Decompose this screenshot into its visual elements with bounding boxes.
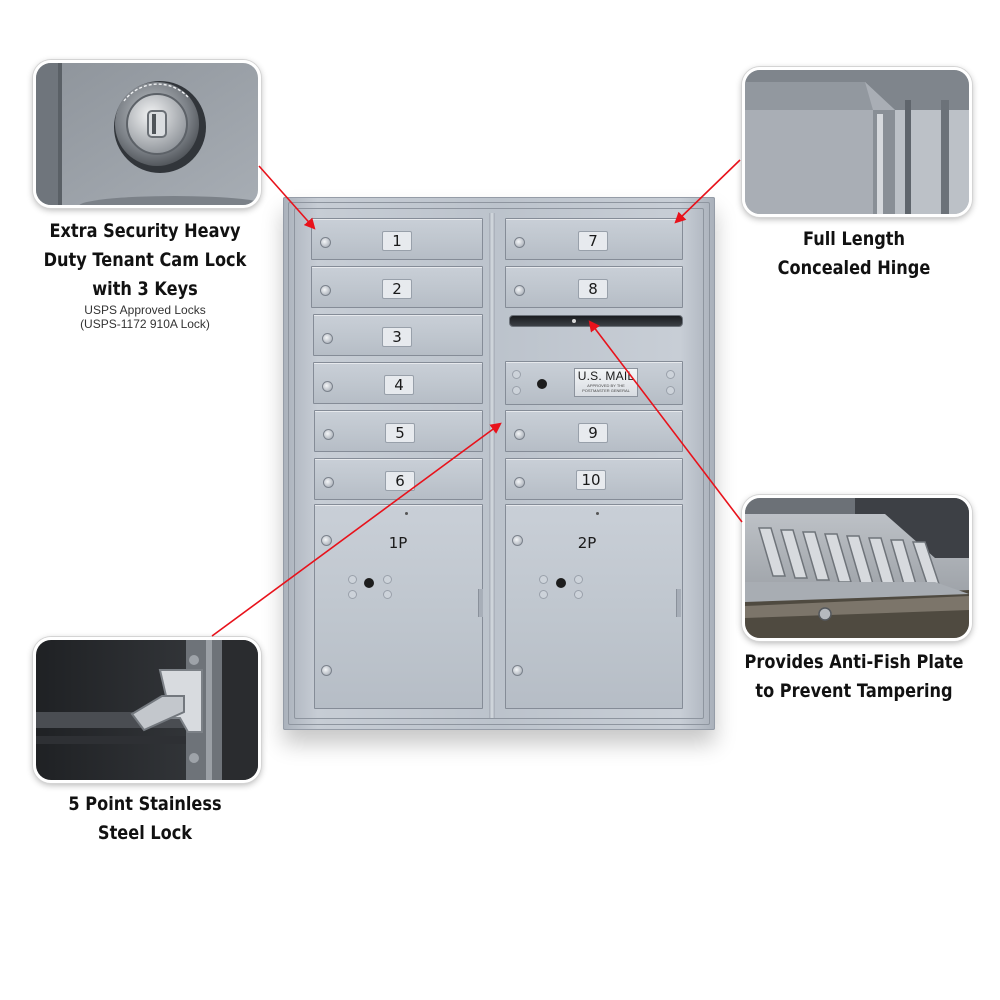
panel-fitting [666, 386, 675, 395]
hinge-title-line-2: Concealed Hinge [777, 257, 931, 279]
anti-fish-title-line-1: Provides Anti-Fish Plate [744, 651, 964, 673]
us-mail-plate-title: U.S. MAIL [577, 369, 635, 383]
door-number-label: 6 [385, 471, 415, 491]
door-fitting [539, 575, 548, 584]
parcel-locker-door-2p[interactable]: 2P [505, 504, 683, 709]
door-number-label: 9 [578, 423, 608, 443]
cam-lock-subtitle: USPS Approved Locks (USPS-1172 910A Lock… [40, 303, 250, 331]
stainless-lock-closeup-image [33, 637, 261, 783]
door-lock-icon [320, 237, 331, 248]
door-number-label: 1 [382, 231, 412, 251]
door-fitting [348, 590, 357, 599]
door-bottom-lock-icon [512, 665, 523, 676]
mailbox-door-3[interactable]: 3 [313, 314, 483, 356]
door-lock-icon [322, 381, 333, 392]
mailbox-unit: 1 2 3 4 5 6 7 8 U.S. MAIL APPROVED [283, 197, 715, 730]
cam-lock-title-line-3: with 3 Keys [92, 278, 198, 300]
door-lock-icon [322, 333, 333, 344]
door-screw [405, 512, 408, 515]
door-number-label: 3 [382, 327, 412, 347]
door-latch [478, 589, 483, 617]
outgoing-mail-slot [509, 315, 683, 327]
door-fitting [348, 575, 357, 584]
us-mail-plate-line-2: POSTMASTER GENERAL [582, 388, 630, 393]
mailbox-door-7[interactable]: 7 [505, 218, 683, 260]
hinge-caption: Full Length Concealed Hinge [752, 225, 956, 283]
slot-screw [572, 319, 576, 323]
master-access-panel[interactable]: U.S. MAIL APPROVED BY THE POSTMASTER GEN… [505, 361, 683, 405]
stainless-lock-caption: 5 Point Stainless Steel Lock [43, 790, 247, 848]
panel-fitting [512, 386, 521, 395]
concealed-hinge-closeup-image [742, 67, 972, 217]
door-lock-icon [514, 429, 525, 440]
cam-lock-title-line-1: Extra Security Heavy [49, 220, 241, 242]
door-lock-icon [514, 285, 525, 296]
door-fitting [383, 590, 392, 599]
parcel-keyhole [556, 578, 566, 588]
mailbox-door-9[interactable]: 9 [505, 410, 683, 452]
stainless-lock-title-line-2: Steel Lock [97, 822, 193, 844]
cam-lock-subtitle-line-1: USPS Approved Locks [84, 303, 206, 317]
cam-lock-title: Extra Security Heavy Duty Tenant Cam Loc… [39, 217, 252, 304]
mailbox-door-6[interactable]: 6 [314, 458, 483, 500]
door-latch [676, 589, 681, 617]
door-number-label: 8 [578, 279, 608, 299]
mailbox-door-8[interactable]: 8 [505, 266, 683, 308]
anti-fish-title-line-2: to Prevent Tampering [755, 680, 953, 702]
us-mail-plate: U.S. MAIL APPROVED BY THE POSTMASTER GEN… [574, 368, 638, 397]
door-lock-icon [514, 237, 525, 248]
door-number-label: 10 [576, 470, 606, 490]
door-number-label: 5 [385, 423, 415, 443]
parcel-locker-door-1p[interactable]: 1P [314, 504, 483, 709]
door-fitting [539, 590, 548, 599]
parcel-number-label: 1P [388, 534, 408, 552]
door-bottom-lock-icon [321, 665, 332, 676]
master-lock-keyhole [537, 379, 547, 389]
panel-fitting [512, 370, 521, 379]
door-lock-icon [323, 477, 334, 488]
door-number-label: 2 [382, 279, 412, 299]
door-number-label: 7 [578, 231, 608, 251]
door-lock-icon [321, 535, 332, 546]
mailbox-door-2[interactable]: 2 [311, 266, 483, 308]
door-number-label: 4 [384, 375, 414, 395]
panel-fitting [666, 370, 675, 379]
parcel-keyhole [364, 578, 374, 588]
parcel-number-label: 2P [577, 534, 597, 552]
mailbox-door-5[interactable]: 5 [314, 410, 483, 452]
door-lock-icon [514, 477, 525, 488]
cam-lock-subtitle-line-2: (USPS-1172 910A Lock) [80, 317, 210, 331]
mailbox-door-1[interactable]: 1 [311, 218, 483, 260]
hinge-title-line-1: Full Length [803, 228, 905, 250]
stainless-lock-title-line-1: 5 Point Stainless [68, 793, 222, 815]
door-fitting [574, 575, 583, 584]
door-fitting [383, 575, 392, 584]
cam-lock-title-line-2: Duty Tenant Cam Lock [43, 249, 247, 271]
cam-lock-closeup-image [33, 60, 261, 208]
mailbox-door-10[interactable]: 10 [505, 458, 683, 500]
center-divider [489, 213, 495, 718]
door-lock-icon [323, 429, 334, 440]
door-screw [596, 512, 599, 515]
door-fitting [574, 590, 583, 599]
mailbox-door-4[interactable]: 4 [313, 362, 483, 404]
door-lock-icon [512, 535, 523, 546]
anti-fish-plate-closeup-image [742, 495, 972, 641]
anti-fish-caption: Provides Anti-Fish Plate to Prevent Tamp… [735, 648, 973, 706]
door-lock-icon [320, 285, 331, 296]
